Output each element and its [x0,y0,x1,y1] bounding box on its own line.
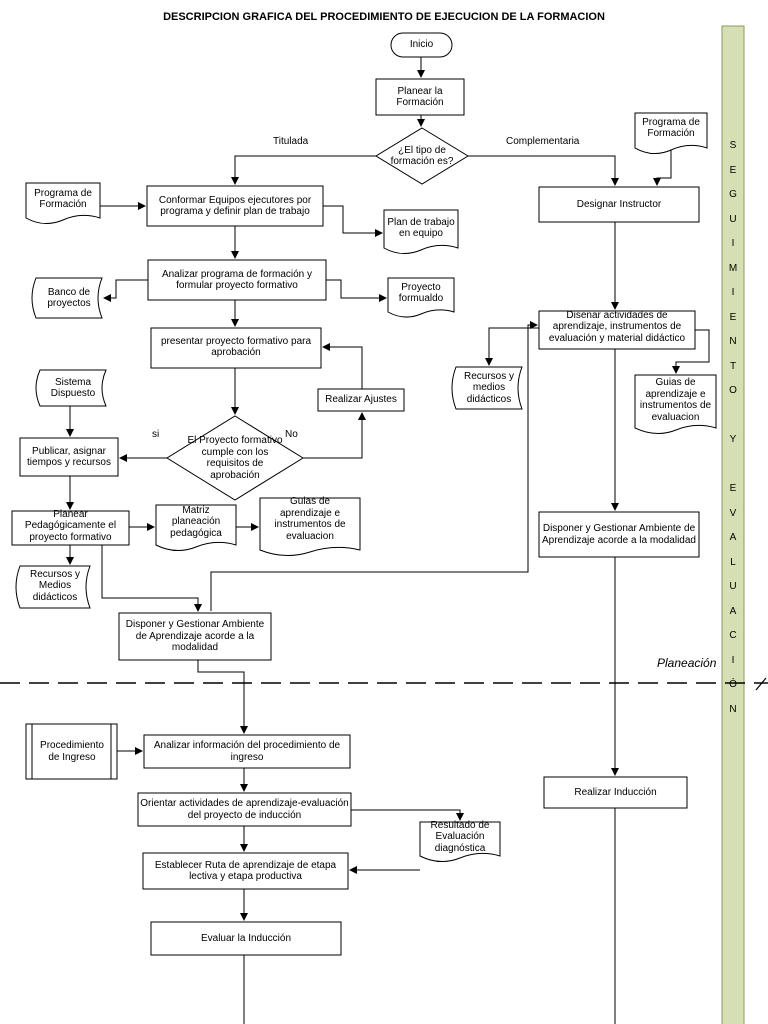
sistema-label: Sistema Dispuesto [50,376,96,400]
resultado-label: Resultado de Evaluación diagnóstica [430,819,490,854]
planear-formacion-label: Planear la Formación [396,85,444,109]
guias-right-doc [634,374,717,434]
planear-formacion-box [375,78,465,116]
recursos-right-label: Recursos y medios didácticos [463,370,514,405]
edge-planear-disponer [101,545,202,612]
edge-disenar-guias [672,329,710,374]
disponer-right-label: Disponer y Gestionar Ambiente de Aprendi… [542,523,696,546]
recursos-left-storage [15,565,91,609]
disponer-ambiente-left-box [118,612,272,661]
disponer-left-label: Disponer y Gestionar Ambiente de Aprendi… [125,619,265,654]
recursos-right-storage [451,366,523,410]
designar-instructor-box [538,186,700,223]
edge-tipo-complementaria [468,155,619,186]
analizar-informacion-label: Analizar información del procedimiento d… [153,740,341,763]
presentar-proyecto-box [150,327,322,369]
procedimiento-label: Procedimiento de Ingreso [40,740,104,763]
proyecto-formulado-doc [387,277,455,318]
planear-pedagogicamente-box [11,510,130,546]
guias-left-label: Guias de aprendizaje e instrumentos de e… [274,496,346,542]
edge-disponer-down [197,660,248,734]
edge-analizar-proyecto [326,279,387,302]
edge-cross-to-disenar [210,321,538,611]
edge-orientar-resultado [351,809,464,821]
establecer-ruta-box [142,852,349,890]
edge-conformar-plan [323,205,383,237]
edge-ajustes-presentar [322,343,363,389]
banco-label: Banco de proyectos [47,286,91,310]
guias-left-doc [259,497,361,556]
planear-pedagogicamente-label: Planear Pedagógicamente el proyecto form… [24,508,117,543]
conformar-label: Conformar Equipos ejecutores por program… [158,194,312,218]
programa-right-label: Programa de Formación [642,116,700,140]
procedimiento-ingreso-box [25,723,118,780]
analizar-programa-label: Analizar programa de formación y formula… [161,268,313,292]
edge-programa-designar [653,150,672,186]
presentar-label: presentar proyecto formativo para aproba… [160,335,312,359]
resultado-evaluacion-doc [419,821,501,862]
guias-right-label: Guias de aprendizaje e instrumentos de e… [639,377,712,423]
tipo-formacion-label: ¿El tipo de formación es? [390,144,454,168]
sistema-dispuesto-storage [35,369,107,407]
plan-trabajo-doc [383,209,459,254]
disponer-ambiente-right-box [538,511,700,558]
inicio-label: Inicio [409,39,434,51]
disenar-actividades-box [538,310,696,350]
edge-disenar-recursos [485,327,539,366]
disenar-label: Disenar actividades de aprendizaje, inst… [548,309,686,344]
orientar-label: Orientar actividades de aprendizaje-eval… [140,798,349,821]
matriz-planeacion-doc [155,504,237,551]
matriz-label: Matriz planeación pedagógica [170,504,222,539]
establecer-label: Establecer Ruta de aprendizaje de etapa … [154,859,337,883]
plan-trabajo-label: Plan de trabajo en equipo [387,216,455,240]
programa-left-label: Programa de Formación [34,187,92,211]
edge-cumple-no [303,412,366,459]
realizar-ajustes-box [317,388,405,412]
evaluar-induccion-box [150,921,342,956]
proyecto-formulado-label: Proyecto formualdo [398,281,444,305]
evaluar-label: Evaluar la Inducción [200,932,292,944]
realizar-ajustes-label: Realizar Ajustes [325,394,397,406]
edge-tipo-titulada [231,155,376,185]
publicar-label: Publicar, asignar tiempos y recursos [27,445,111,469]
analizar-programa-box [147,259,327,301]
recursos-left-label: Recursos y Medios didácticos [29,568,80,603]
programa-formacion-left-doc [25,182,101,224]
edge-analizar-banco [103,279,148,302]
cumple-label: El Proyecto formativo cumple con los req… [187,435,283,481]
analizar-informacion-box [143,734,351,769]
publicar-box [19,437,119,477]
banco-proyectos-storage [31,277,103,319]
phase-divider-tick [755,677,767,691]
designar-label: Designar Instructor [576,198,662,210]
programa-formacion-right-doc [634,112,708,154]
tipo-formacion-decision [375,127,469,185]
cumple-requisitos-decision [166,415,304,501]
realizar-induccion-label: Realizar Inducción [574,786,657,798]
side-bar [721,25,745,1024]
